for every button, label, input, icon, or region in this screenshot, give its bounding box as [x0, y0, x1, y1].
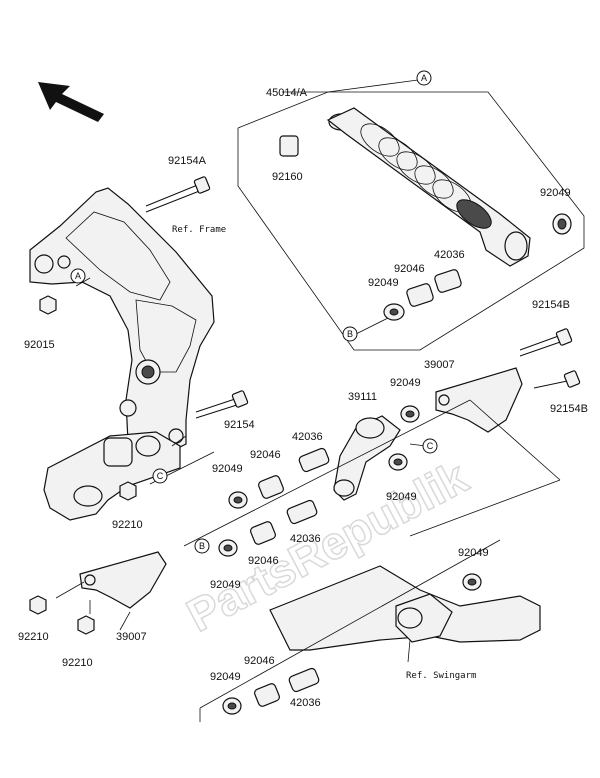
rear-shock-absorber	[326, 107, 531, 267]
part-label-42036-mid: 42036	[292, 431, 323, 443]
part-label-42036-top: 42036	[434, 249, 465, 261]
bolt-92154A	[145, 176, 211, 213]
bearing-92046-top	[406, 283, 434, 307]
nut-92210-left	[29, 595, 47, 615]
frame-bracket	[29, 187, 215, 453]
shock-box-outline	[237, 79, 585, 351]
part-label-92049-mid: 92049	[390, 377, 421, 389]
marker-a-frame: A	[70, 268, 86, 284]
svg-text:B: B	[199, 541, 205, 551]
part-label-92154B-top: 92154B	[532, 299, 570, 311]
part-label-92049-arm: 92049	[458, 547, 489, 559]
orientation-arrow-icon	[38, 82, 104, 122]
bolt-92154B	[533, 370, 581, 389]
collar-42036-mid	[298, 447, 330, 473]
part-label-92160: 92160	[272, 171, 303, 183]
part-label-92049-low: 92049	[210, 579, 241, 591]
nut-92015	[39, 295, 57, 315]
bolt-92154	[195, 390, 249, 419]
part-label-92210-bottom: 92210	[62, 657, 93, 669]
svg-text:A: A	[75, 271, 81, 281]
part-label-92049-left: 92049	[212, 463, 243, 475]
nut-92210-bottom	[77, 615, 95, 635]
bolt-92154-top	[519, 328, 573, 357]
part-label-92154A: 92154A	[168, 155, 207, 167]
marker-c-left: C	[152, 468, 168, 484]
tie-rod-plate-39007-bottom	[79, 551, 167, 609]
collar-42036-top	[434, 269, 462, 293]
collar-42036-bottom	[288, 667, 320, 693]
part-label-39007-top: 39007	[424, 359, 455, 371]
svg-text:B: B	[347, 329, 353, 339]
marker-c-right: C	[422, 438, 438, 454]
svg-text:C: C	[427, 441, 434, 451]
part-label-92154: 92154	[224, 419, 255, 431]
tie-rod-plate-39007-top	[435, 367, 523, 433]
collar-42036-low	[286, 499, 318, 525]
part-label-92046-bottom: 92046	[244, 655, 275, 667]
leader-lines	[55, 277, 561, 722]
part-label-92049-shock: 92049	[540, 187, 571, 199]
part-label-92015: 92015	[24, 339, 55, 351]
bearing-92046-bottom	[254, 683, 280, 707]
part-label-92046-top: 92046	[394, 263, 425, 275]
part-label-92049-top: 92049	[368, 277, 399, 289]
part-label-92210-mid: 92210	[112, 519, 143, 531]
ref-swingarm-label: Ref. Swingarm	[406, 671, 476, 681]
part-label-92154B: 92154B	[550, 403, 588, 415]
part-label-39111: 39111	[348, 391, 377, 403]
svg-text:A: A	[421, 73, 427, 83]
part-label-92046-low: 92046	[248, 555, 279, 567]
bearing-92046-mid	[258, 475, 284, 499]
part-label-92210-left: 92210	[18, 631, 49, 643]
nut-92210-mid	[119, 481, 137, 501]
part-label-45014A: 45014/A	[266, 87, 308, 99]
lower-crossmember	[43, 431, 181, 521]
swingarm	[269, 565, 541, 651]
marker-b-mid: B	[194, 538, 210, 554]
bearing-92046-low	[250, 521, 276, 545]
marker-b-top: B	[342, 326, 358, 342]
rocker-arm-39111	[333, 415, 401, 501]
part-label-92046-mid: 92046	[250, 449, 281, 461]
part-label-42036-bottom: 42036	[290, 697, 321, 709]
svg-text:C: C	[157, 471, 164, 481]
part-label-39007-bottom: 39007	[116, 631, 147, 643]
marker-a-top: A	[416, 70, 432, 86]
ref-frame-label: Ref. Frame	[172, 225, 226, 235]
part-label-92049-bottom: 92049	[210, 671, 241, 683]
collar-92160	[279, 135, 299, 157]
part-label-92049-c: 92049	[386, 491, 417, 503]
part-label-42036-low: 42036	[290, 533, 321, 545]
